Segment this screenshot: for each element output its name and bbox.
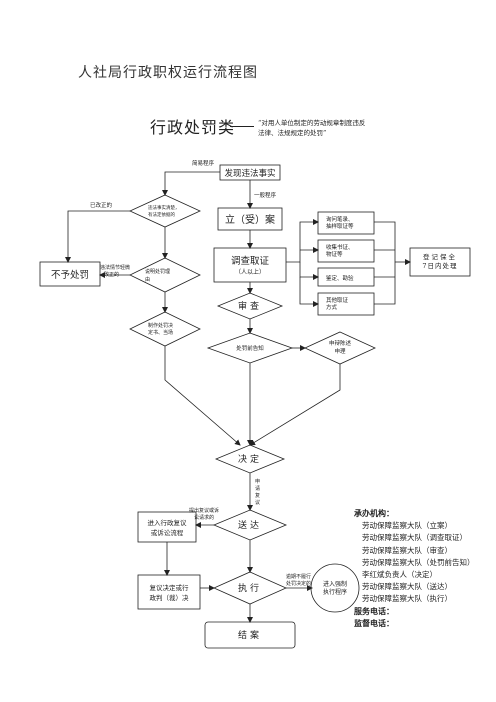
no-penalty-reason-1: 违法情节轻微 xyxy=(100,264,130,271)
ruling-line-1: 说明处罚理 xyxy=(145,268,170,275)
hearing-line-2: 申理 xyxy=(334,347,346,355)
evidence-4-line-1: 其他取证 xyxy=(326,296,349,304)
evidence-4-line-2: 方式 xyxy=(326,303,338,311)
decide-note-1: 申 xyxy=(255,478,260,485)
enforce-note-2: 处罚决定的 xyxy=(286,580,311,587)
category-dash xyxy=(230,126,254,127)
evidence-1-line-1: 询问笔录、 xyxy=(326,215,354,223)
register-line-2: 7日内处理 xyxy=(422,261,457,270)
review-result-box xyxy=(137,574,201,610)
no-penalty-reason-2: 改正的 xyxy=(104,271,119,278)
evidence-3-line-1: 鉴定、勘验 xyxy=(326,274,354,282)
register-line-1: 登记保全 xyxy=(423,252,457,261)
simple-check-diamond xyxy=(129,194,201,228)
general-procedure-label: 一般程序 xyxy=(254,191,277,199)
evidence-2-line-2: 物证等 xyxy=(326,250,343,258)
supervise-phone-label: 监督电话： xyxy=(354,618,394,628)
connector xyxy=(65,210,130,263)
reconsider-box-line-1: 进入行政复议 xyxy=(148,518,188,527)
connector xyxy=(162,171,220,196)
enforce-note-1: 逾期不履行 xyxy=(286,573,311,580)
connector xyxy=(286,219,319,263)
agency-item: 劳动保障监察大队（送达） xyxy=(362,582,452,592)
investigate-title: 调查取证 xyxy=(231,255,270,267)
ruling-diamond xyxy=(129,257,201,293)
discover-label: 发现违法事实 xyxy=(224,168,275,179)
page-title: 人社局行政职权运行流程图 xyxy=(78,65,258,81)
ruling-line-2: 由 xyxy=(145,276,150,283)
category-title: 行政处罚类 xyxy=(150,118,236,137)
reconsider-note-2: 讼请求的 xyxy=(194,514,214,521)
close-label: 结案 xyxy=(238,629,262,641)
deliver-label: 送达 xyxy=(238,519,262,531)
service-phone-label: 服务电话： xyxy=(354,606,394,616)
hearing-line-1: 申辩陈述 xyxy=(329,339,352,347)
on-site-line-1: 制作处罚决 xyxy=(148,322,173,329)
enforce-circle xyxy=(310,563,360,613)
category-description: “对用人单位制定的劳动规章制度违反法律、法规规定的处罚” xyxy=(258,119,366,137)
connector xyxy=(299,277,319,307)
agency-label: 承办机构： xyxy=(354,509,394,518)
evidence-box xyxy=(317,211,375,235)
evidence-1-line-2: 抽样取证等 xyxy=(326,222,354,230)
no-penalty-label: 不予处罚 xyxy=(51,269,89,281)
execute-label: 执行 xyxy=(238,582,262,594)
decide-note-2: 请 xyxy=(255,485,260,492)
review-result-line-1: 复议决定或行 xyxy=(150,583,190,592)
register-box xyxy=(409,247,471,277)
no-penalty-box xyxy=(39,261,101,287)
hearing-diamond xyxy=(304,331,376,365)
agency-item: 劳动保障监察大队（处罚前告知） xyxy=(362,557,475,567)
simple-check-line-2: 有法定依据的 xyxy=(148,211,175,218)
reconsider-box-line-2: 或诉讼流程 xyxy=(151,528,184,537)
enforce-circle-line-1: 进入强制 xyxy=(323,580,347,588)
decide-note-3: 复 xyxy=(255,492,260,499)
evidence-box xyxy=(317,239,375,263)
on-site-line-2: 定书、当场 xyxy=(148,329,173,336)
reconsider-note-1: 提出复议或诉 xyxy=(189,507,219,514)
notify-label: 处罚前告知 xyxy=(236,344,264,352)
connector xyxy=(299,262,319,280)
decide-label: 决定 xyxy=(238,453,262,465)
agency-item: 劳动保障监察大队（立案） xyxy=(362,521,452,531)
enforce-circle-line-2: 执行程序 xyxy=(323,588,347,596)
simple-procedure-label: 简易程序 xyxy=(192,159,215,167)
investigate-sub: （人以上） xyxy=(235,268,265,276)
evidence-2-line-1: 收集书证、 xyxy=(326,243,354,251)
review-result-line-2: 政判（裁）决 xyxy=(150,593,190,602)
illegal-fact-note: 已改正的 xyxy=(90,201,113,209)
simple-check-line-1: 违法事实清楚， xyxy=(148,204,180,211)
reconsider-box xyxy=(137,511,197,543)
close-box xyxy=(204,621,296,649)
evidence-box xyxy=(317,292,375,316)
connector xyxy=(249,364,341,446)
decide-note-4: 议 xyxy=(255,499,260,506)
connector xyxy=(374,221,396,305)
review-label: 审查 xyxy=(238,300,262,312)
agency-item: 劳动保障监察大队（执行） xyxy=(362,594,452,604)
on-site-diamond xyxy=(129,311,201,347)
agency-item: 李红斌负责人（决定） xyxy=(362,570,437,580)
file-case-label: 立（受）案 xyxy=(225,213,275,226)
connector xyxy=(164,346,241,446)
agency-item: 劳动保障监察大队（调查取证） xyxy=(362,533,467,543)
contact-info: 承办机构： 劳动保障监察大队（立案） 劳动保障监察大队（调查取证） 劳动保障监察… xyxy=(354,508,475,630)
agency-item: 劳动保障监察大队（审查） xyxy=(362,545,452,555)
